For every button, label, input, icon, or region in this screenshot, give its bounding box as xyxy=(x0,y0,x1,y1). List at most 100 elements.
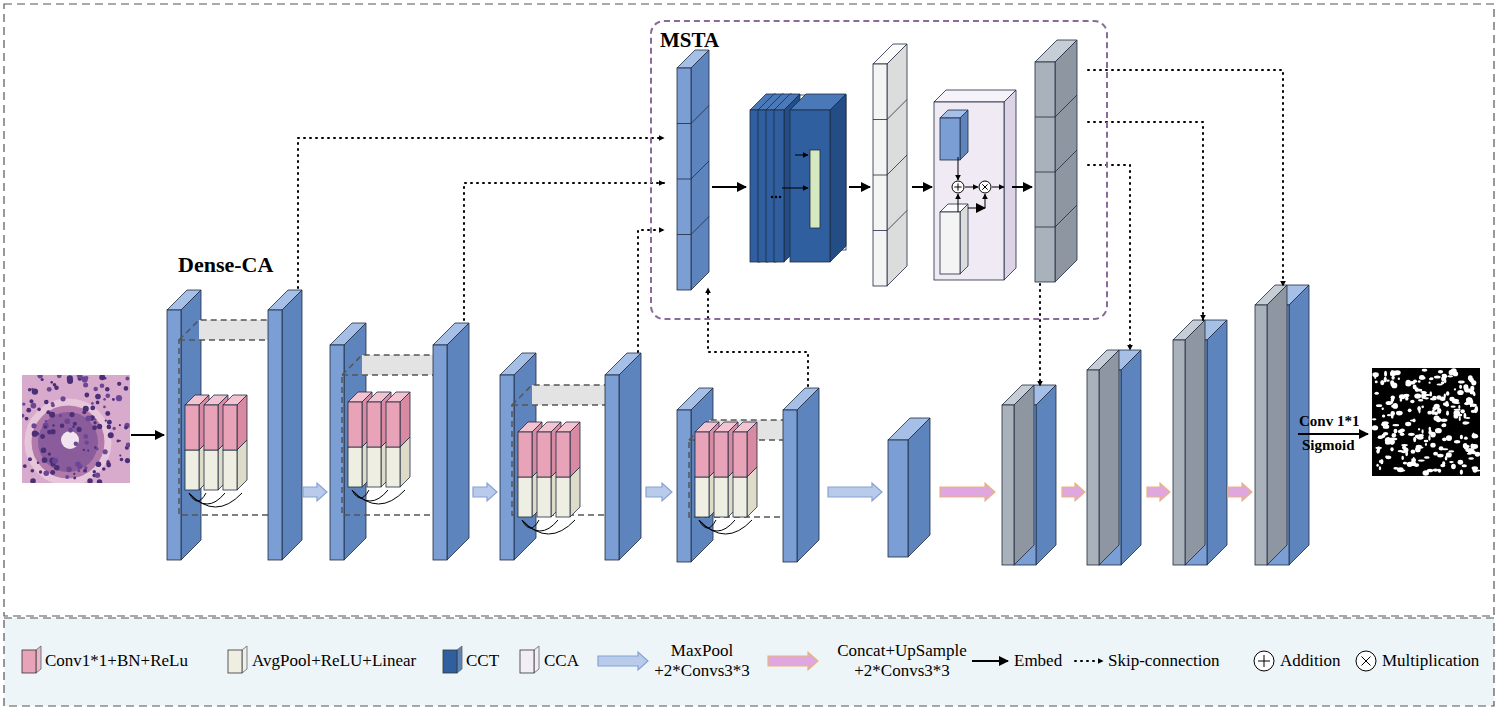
operation-label: Sigmoid xyxy=(1302,437,1355,454)
dense-link xyxy=(352,490,369,498)
encoder-slab xyxy=(330,323,366,560)
dense-box-edge xyxy=(512,385,613,405)
encoder-slab xyxy=(677,388,713,562)
input-image xyxy=(21,373,131,485)
bottleneck-slab xyxy=(888,418,930,557)
module-region: MSTA xyxy=(650,20,1108,320)
legend-text: CCA xyxy=(544,651,579,671)
legend-text: Skip-connection xyxy=(1108,651,1219,671)
cct-slab xyxy=(758,94,784,262)
decoder-skip-slab xyxy=(1087,350,1119,565)
skip-connection xyxy=(1088,165,1130,350)
operation-label: Conv 1*1 xyxy=(1299,413,1359,430)
legend-swatch xyxy=(443,646,462,673)
encoder-slab xyxy=(500,353,536,560)
encoder-slab xyxy=(783,388,819,562)
decoder-slab xyxy=(1014,385,1056,565)
legend-text: CCT xyxy=(466,651,499,671)
embed-arrow xyxy=(1012,186,1032,188)
upsample-arrow xyxy=(1147,483,1170,501)
dense-box-edge xyxy=(179,320,276,340)
cca-arrow xyxy=(985,194,986,208)
encoder-slab xyxy=(605,353,641,560)
cca-slab xyxy=(873,44,907,286)
upsample-arrow xyxy=(1062,483,1085,501)
legend-swatch xyxy=(22,646,41,673)
skip-connection xyxy=(1088,122,1203,320)
cca-arrow xyxy=(958,194,959,212)
legend-swatch xyxy=(228,646,247,673)
dense-link xyxy=(352,490,405,504)
cca-feature xyxy=(940,204,968,274)
encoder-slab xyxy=(433,323,469,560)
legend-embed-arrow xyxy=(972,660,1008,662)
cca-box xyxy=(934,90,1016,280)
encoder-slab xyxy=(167,290,201,560)
embed-arrow xyxy=(849,186,870,188)
embed-arrow xyxy=(712,186,746,188)
output-mask xyxy=(1372,368,1481,476)
legend-maxpool-arrow xyxy=(598,652,648,670)
decoder-skip-slab xyxy=(1173,320,1205,565)
dense-box xyxy=(342,375,441,515)
output-arrow xyxy=(1298,433,1368,435)
decoder-slab xyxy=(1185,320,1227,565)
conv-cube xyxy=(223,395,247,450)
legend-panel xyxy=(4,618,1494,706)
legend-text: AvgPool+ReLU+Linear xyxy=(252,651,416,671)
cct-slab xyxy=(790,94,846,262)
legend-text: Multiplication xyxy=(1382,651,1479,671)
embed-arrow xyxy=(131,434,164,436)
upsample-arrow xyxy=(940,483,995,501)
module-label: Dense-CA xyxy=(178,253,273,277)
cca-arrow xyxy=(965,187,978,188)
dense-band xyxy=(362,355,441,375)
multiplication-symbol xyxy=(1356,651,1376,671)
conv-cube xyxy=(386,392,410,447)
cca-arrow xyxy=(968,208,985,209)
msta-input-slab xyxy=(677,50,709,290)
legend-text: Concat+UpSample +2*Convs3*3 xyxy=(827,641,977,682)
embed-arrow xyxy=(912,186,932,188)
maxpool-arrow xyxy=(303,483,327,501)
msta-output-slab xyxy=(1035,40,1077,282)
addition-symbol xyxy=(1254,651,1274,671)
legend-upsample-arrow xyxy=(768,652,818,670)
skip-connection xyxy=(464,183,664,320)
dense-link xyxy=(189,493,242,507)
dense-box-edge xyxy=(342,355,441,375)
skip-connection xyxy=(708,288,808,386)
dense-band xyxy=(199,320,276,340)
decoder-slab xyxy=(1099,350,1141,565)
ellipsis-dot xyxy=(775,196,777,198)
cca-arrow xyxy=(992,187,1004,188)
addition-symbol xyxy=(952,181,964,193)
legend-text: Addition xyxy=(1280,651,1340,671)
dense-link xyxy=(699,520,752,534)
skip-connection xyxy=(1039,284,1041,386)
cct-slab xyxy=(750,94,776,262)
encoder-slab xyxy=(268,290,302,560)
legend-text: MaxPool +2*Convs3*3 xyxy=(647,641,757,682)
dense-box xyxy=(179,340,276,515)
cca-arrow xyxy=(958,157,959,180)
cca-feature xyxy=(940,110,968,160)
legend-swatch xyxy=(520,646,539,673)
cct-token xyxy=(810,150,820,228)
multiplication-symbol xyxy=(979,181,991,193)
outer-frame xyxy=(4,4,1494,616)
cct-arrow xyxy=(782,188,808,189)
legend-text: Conv1*1+BN+ReLu xyxy=(45,651,188,671)
ellipsis-dot xyxy=(779,196,781,198)
dense-link xyxy=(522,520,575,534)
dense-link xyxy=(189,493,206,501)
dense-link xyxy=(699,520,716,528)
decoder-skip-slab xyxy=(1002,385,1034,565)
ellipsis-dot xyxy=(771,196,773,198)
maxpool-arrow xyxy=(828,483,882,501)
conv-cube xyxy=(556,422,580,477)
upsample-arrow xyxy=(1228,483,1252,501)
dense-band xyxy=(532,385,613,405)
skip-connection xyxy=(298,138,664,288)
